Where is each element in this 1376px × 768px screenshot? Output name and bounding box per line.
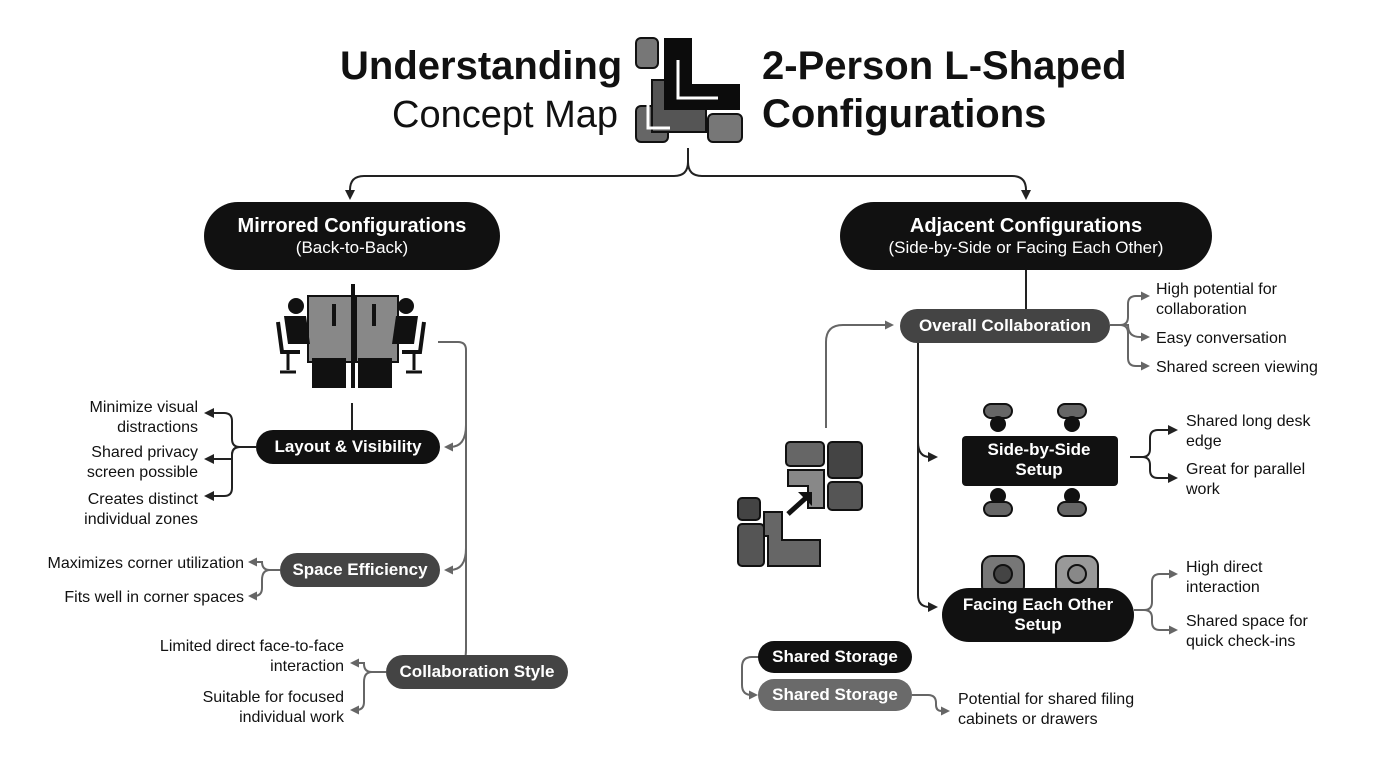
facing-desk-icon xyxy=(981,555,1099,597)
overall-item-2: Easy conversation xyxy=(1156,330,1287,347)
collaboration-style-label: Collaboration Style xyxy=(399,662,555,682)
mirrored-subtitle: (Back-to-Back) xyxy=(295,237,409,257)
side-by-side-label: Side-by-Side Setup xyxy=(987,440,1091,479)
shared-storage-dark-node: Shared Storage xyxy=(758,641,912,673)
overall-collaboration-node: Overall Collaboration xyxy=(900,309,1110,343)
facing-each-other-node: Facing Each Other Setup xyxy=(942,588,1134,642)
shared-storage-light-node: Shared Storage xyxy=(758,679,912,711)
overall-item-1: High potential for collaboration xyxy=(1156,281,1277,318)
storage-item: Potential for shared filing cabinets or … xyxy=(958,691,1135,728)
l-shape-join-icon xyxy=(737,441,863,567)
layout-item-3: Creates distinct individual zones xyxy=(84,491,198,528)
collab-item-2: Suitable for focused individual work xyxy=(202,689,344,726)
layout-item-2: Shared privacy screen possible xyxy=(86,444,198,481)
overall-collaboration-label: Overall Collaboration xyxy=(919,316,1091,336)
adjacent-configurations-node: Adjacent Configurations (Side-by-Side or… xyxy=(840,202,1212,270)
title-right-line1: 2-Person L-Shaped xyxy=(762,44,1127,88)
side-by-side-node: Side-by-Side Setup xyxy=(944,436,1134,484)
shared-storage-dark-label: Shared Storage xyxy=(772,647,898,667)
overall-item-3: Shared screen viewing xyxy=(1156,359,1318,376)
mirrored-title: Mirrored Configurations xyxy=(237,214,467,237)
space-item-2: Fits well in corner spaces xyxy=(64,589,244,606)
space-item-1: Maximizes corner utilization xyxy=(47,555,244,572)
adjacent-title: Adjacent Configurations xyxy=(909,214,1143,237)
collaboration-style-node: Collaboration Style xyxy=(386,655,568,689)
facing-item-2: Shared space for quick check-ins xyxy=(1186,613,1308,650)
l-shape-logo-icon xyxy=(635,37,743,143)
space-efficiency-label: Space Efficiency xyxy=(292,560,428,580)
space-efficiency-node: Space Efficiency xyxy=(280,553,440,587)
title-right-line2: Configurations xyxy=(762,92,1047,136)
facing-item-1: High direct interaction xyxy=(1186,559,1263,596)
mirrored-configurations-node: Mirrored Configurations (Back-to-Back) xyxy=(204,202,500,270)
facing-each-other-label: Facing Each Other Setup xyxy=(962,595,1114,634)
side-item-1: Shared long desk edge xyxy=(1186,413,1311,450)
title-left-bold: Understanding xyxy=(340,44,623,88)
layout-visibility-label: Layout & Visibility xyxy=(274,437,422,457)
layout-visibility-node: Layout & Visibility xyxy=(256,430,440,464)
shared-storage-light-label: Shared Storage xyxy=(772,685,898,705)
layout-item-1: Minimize visual distractions xyxy=(89,399,198,436)
title-left-light: Concept Map xyxy=(392,94,619,136)
side-by-side-desk-icon xyxy=(962,403,1118,517)
collab-item-1: Limited direct face-to-face interaction xyxy=(159,638,344,675)
side-item-2: Great for parallel work xyxy=(1186,461,1306,498)
back-to-back-desks-icon xyxy=(276,284,426,388)
adjacent-subtitle: (Side-by-Side or Facing Each Other) xyxy=(888,237,1164,257)
